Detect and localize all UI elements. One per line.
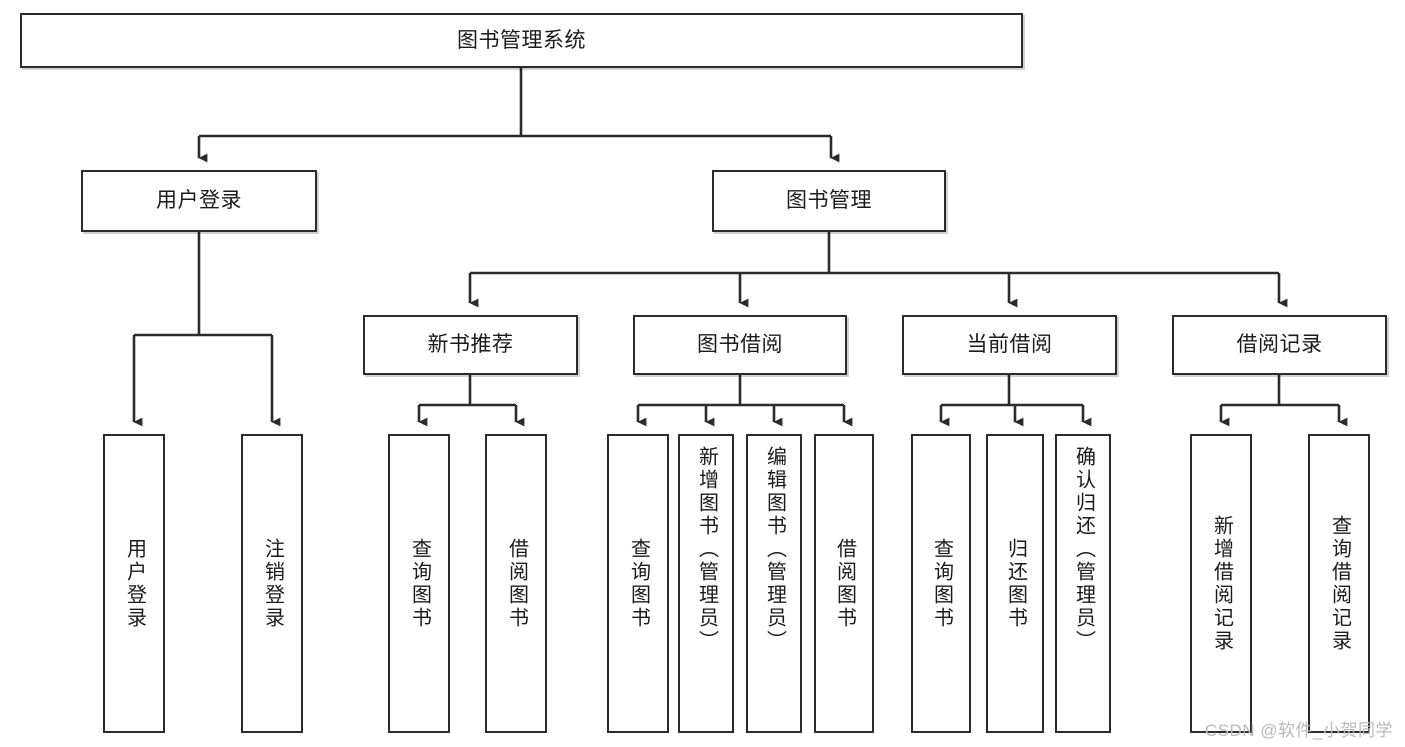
node-leaf-add-borrow-record-label: 新增借阅记录 xyxy=(1210,514,1233,653)
node-root-label: 图书管理系统 xyxy=(457,28,586,52)
node-leaf-edit-book-admin-label: 编辑图书（管理员） xyxy=(763,446,786,653)
node-leaf-confirm-return-admin[interactable]: 确认归还（管理员） xyxy=(1055,434,1111,733)
edge-bookmgmt-to-level3 xyxy=(468,232,1288,308)
node-book-borrow[interactable]: 图书借阅 xyxy=(633,315,847,375)
edge-records-to-leaves xyxy=(1219,375,1348,427)
node-leaf-return-book[interactable]: 归还图书 xyxy=(986,434,1044,733)
node-root-system[interactable]: 图书管理系统 xyxy=(20,13,1023,68)
node-leaf-query-book-3-label: 查询图书 xyxy=(930,537,953,630)
node-new-book-recommend-label: 新书推荐 xyxy=(427,333,514,357)
node-leaf-borrow-book-1-label: 借阅图书 xyxy=(505,537,528,630)
node-leaf-add-book-admin[interactable]: 新增图书（管理员） xyxy=(678,434,734,733)
node-new-book-recommend[interactable]: 新书推荐 xyxy=(363,315,578,375)
node-leaf-query-borrow-record[interactable]: 查询借阅记录 xyxy=(1308,434,1370,733)
watermark-text: CSDN @软件_小贺同学 xyxy=(1204,721,1393,740)
node-leaf-user-login-label: 用户登录 xyxy=(123,537,146,630)
node-book-management[interactable]: 图书管理 xyxy=(712,170,946,232)
node-leaf-logout-label: 注销登录 xyxy=(261,537,284,630)
node-leaf-add-book-admin-label: 新增图书（管理员） xyxy=(695,446,718,653)
node-leaf-query-book-1[interactable]: 查询图书 xyxy=(388,434,450,733)
node-current-borrow-label: 当前借阅 xyxy=(966,333,1053,357)
node-leaf-logout[interactable]: 注销登录 xyxy=(241,434,303,733)
node-borrow-records[interactable]: 借阅记录 xyxy=(1172,315,1387,375)
node-leaf-query-book-1-label: 查询图书 xyxy=(408,537,431,630)
node-user-login[interactable]: 用户登录 xyxy=(81,170,317,232)
node-leaf-user-login[interactable]: 用户登录 xyxy=(103,434,165,733)
node-leaf-query-book-2-label: 查询图书 xyxy=(627,537,650,630)
node-leaf-edit-book-admin[interactable]: 编辑图书（管理员） xyxy=(746,434,802,733)
node-book-management-label: 图书管理 xyxy=(786,189,872,213)
node-leaf-borrow-book-2-label: 借阅图书 xyxy=(833,537,856,630)
edge-root-to-level2 xyxy=(197,68,840,163)
edge-userlogin-to-leaves xyxy=(132,232,281,427)
node-leaf-borrow-book-1[interactable]: 借阅图书 xyxy=(485,434,547,733)
node-leaf-query-book-3[interactable]: 查询图书 xyxy=(911,434,971,733)
node-current-borrow[interactable]: 当前借阅 xyxy=(902,315,1117,375)
node-leaf-confirm-return-admin-label: 确认归还（管理员） xyxy=(1072,446,1095,653)
node-leaf-query-borrow-record-label: 查询借阅记录 xyxy=(1328,514,1351,653)
node-leaf-query-book-2[interactable]: 查询图书 xyxy=(607,434,669,733)
edge-borrow-to-leaves xyxy=(636,375,853,427)
node-leaf-borrow-book-2[interactable]: 借阅图书 xyxy=(814,434,874,733)
node-book-borrow-label: 图书借阅 xyxy=(697,333,783,357)
edge-newbook-to-leaves xyxy=(417,375,525,427)
node-user-login-label: 用户登录 xyxy=(156,189,242,213)
node-leaf-add-borrow-record[interactable]: 新增借阅记录 xyxy=(1190,434,1252,733)
node-borrow-records-label: 借阅记录 xyxy=(1236,333,1323,357)
edge-current-to-leaves xyxy=(939,375,1092,427)
node-leaf-return-book-label: 归还图书 xyxy=(1004,537,1027,630)
